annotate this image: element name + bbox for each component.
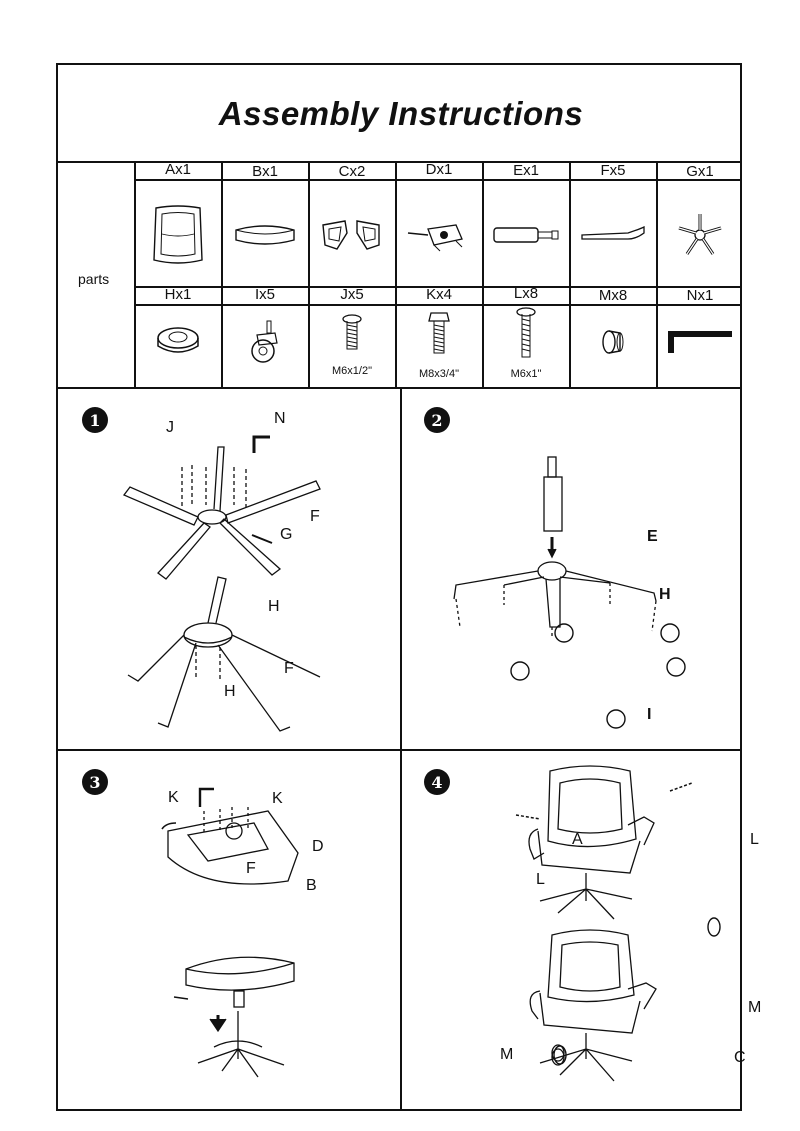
divider bbox=[134, 161, 136, 387]
callout-label: H bbox=[268, 598, 280, 615]
part-label: Ax1 bbox=[165, 161, 191, 178]
part-label: Ix5 bbox=[254, 286, 275, 303]
screw-icon bbox=[309, 305, 395, 361]
callout-label: G bbox=[280, 526, 293, 543]
part-label: Cx2 bbox=[338, 163, 366, 180]
divider bbox=[656, 161, 658, 387]
divider bbox=[134, 286, 742, 288]
part-spec: M6x1" bbox=[510, 368, 542, 380]
callout-label: L bbox=[750, 831, 759, 848]
part-label: Lx8 bbox=[513, 285, 539, 302]
step-2-diagram bbox=[453, 456, 686, 729]
callout-label: E bbox=[647, 528, 658, 545]
callout-label: F bbox=[284, 660, 294, 677]
caster-icon bbox=[222, 309, 308, 375]
allen-key-icon bbox=[657, 309, 743, 375]
callout-label: H bbox=[659, 586, 671, 603]
part-label: Fx5 bbox=[600, 162, 626, 179]
base-hub-icon bbox=[135, 309, 221, 375]
callout-label: M bbox=[748, 999, 762, 1016]
callout-label: D bbox=[312, 838, 324, 855]
callout-label: N bbox=[274, 410, 286, 427]
divider bbox=[308, 161, 310, 387]
base-leg-icon bbox=[570, 195, 656, 275]
callout-label: H bbox=[224, 683, 236, 700]
bolt-icon bbox=[396, 305, 482, 363]
part-label: Ex1 bbox=[513, 162, 539, 179]
divider bbox=[58, 161, 742, 163]
seat-cushion-icon bbox=[222, 195, 308, 275]
part-label: Bx1 bbox=[252, 163, 278, 180]
callout-label: L bbox=[536, 871, 545, 888]
step-number: 1 bbox=[82, 407, 108, 433]
armrest-pair-icon bbox=[309, 195, 395, 275]
seat-back-icon bbox=[135, 195, 221, 275]
part-label: Mx8 bbox=[598, 287, 628, 304]
part-label: Kx4 bbox=[426, 286, 452, 303]
step-number: 2 bbox=[424, 407, 450, 433]
page-title: Assembly Instructions bbox=[218, 94, 584, 132]
divider bbox=[134, 179, 742, 181]
part-label: Hx1 bbox=[164, 286, 192, 303]
instruction-sheet: Assembly Instructions parts Ax1 Bx1 Cx2 … bbox=[56, 63, 761, 1111]
callout-label: B bbox=[306, 877, 317, 894]
part-spec: M8x3/4" bbox=[419, 368, 459, 380]
star-base-icon bbox=[657, 195, 743, 275]
step-4-diagram bbox=[515, 765, 721, 1082]
callout-label: M bbox=[500, 1046, 514, 1063]
part-label: Jx5 bbox=[340, 286, 364, 303]
divider bbox=[482, 161, 484, 387]
callout-label: I bbox=[647, 706, 652, 723]
callout-label: C bbox=[734, 1049, 746, 1066]
part-label: Gx1 bbox=[686, 163, 714, 180]
divider bbox=[221, 161, 223, 387]
tilt-mechanism-icon bbox=[396, 195, 482, 275]
divider bbox=[569, 161, 571, 387]
step-number: 3 bbox=[82, 769, 108, 795]
gas-cylinder-icon bbox=[483, 195, 569, 275]
callout-label: J bbox=[166, 419, 174, 436]
callout-label: K bbox=[168, 789, 179, 806]
part-spec: M6x1/2" bbox=[332, 365, 372, 377]
part-label: Dx1 bbox=[425, 161, 453, 178]
divider bbox=[400, 387, 402, 1111]
callout-label: F bbox=[246, 860, 256, 877]
divider bbox=[134, 304, 742, 306]
parts-label: parts bbox=[78, 271, 110, 287]
cap-icon bbox=[570, 309, 656, 375]
step-1-diagram bbox=[122, 435, 321, 732]
callout-label: F bbox=[310, 508, 320, 525]
divider bbox=[395, 161, 397, 387]
callout-label: K bbox=[272, 790, 283, 807]
callout-label: A bbox=[572, 831, 583, 848]
step-3-diagram bbox=[161, 787, 299, 1078]
part-label: Nx1 bbox=[686, 287, 714, 304]
step-number: 4 bbox=[424, 769, 450, 795]
long-screw-icon bbox=[483, 303, 569, 365]
